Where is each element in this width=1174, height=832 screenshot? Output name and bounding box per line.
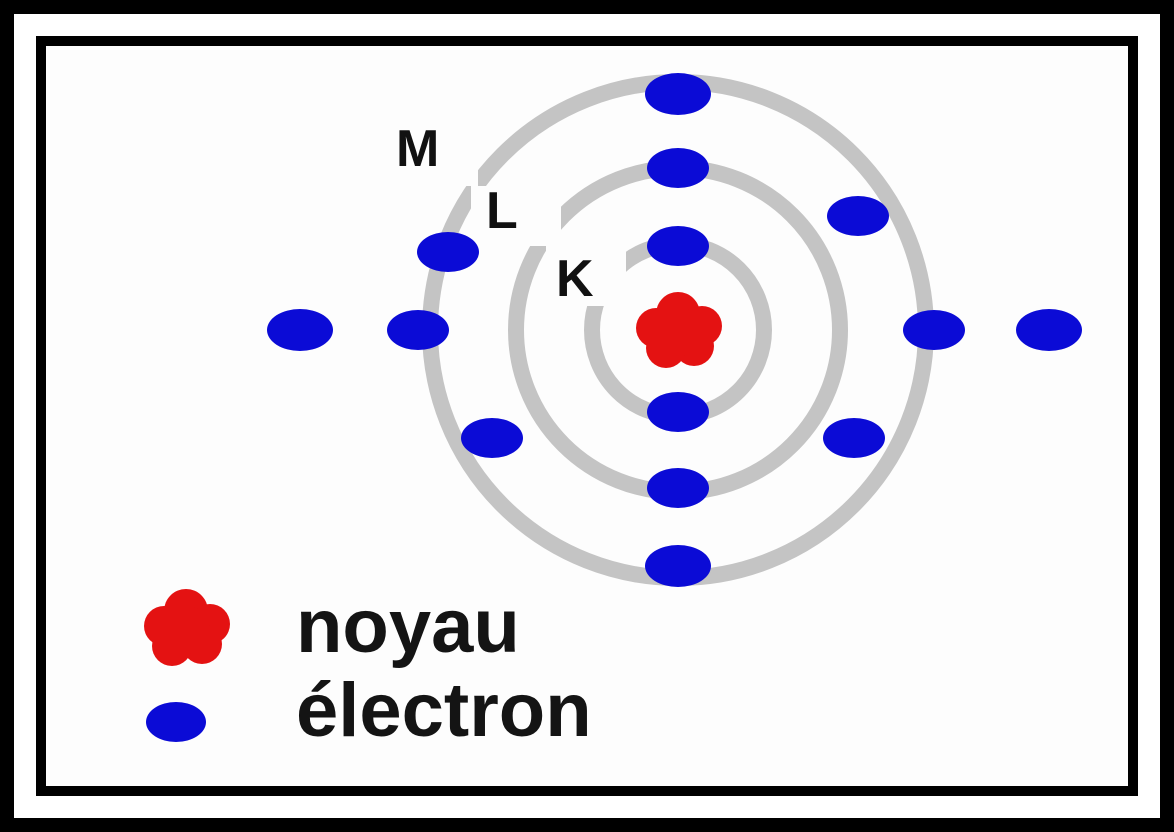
shell-label-l: L (486, 182, 518, 240)
electron-l-3 (903, 310, 965, 350)
orbit-k-label-gap (546, 246, 626, 306)
electron-l-4 (823, 418, 885, 458)
electron-m-2 (1016, 309, 1082, 351)
electron-k-1 (647, 226, 709, 266)
electron-l-5 (647, 468, 709, 508)
electron-m-3 (645, 545, 711, 587)
electron-m-1 (645, 73, 711, 115)
electron-l-1 (647, 148, 709, 188)
atom-svg: M L K (144, 73, 1082, 753)
electron-l-7 (387, 310, 449, 350)
electron-l-8 (417, 232, 479, 272)
electron-l-2 (827, 196, 889, 236)
orbit-m-label-gap (368, 116, 478, 186)
electron-m-4 (267, 309, 333, 351)
shell-label-m: M (396, 120, 439, 178)
electron-l-6 (461, 418, 523, 458)
shell-label-k: K (556, 250, 594, 308)
orbit-l-label-gap (471, 186, 561, 246)
electron-k-2 (647, 392, 709, 432)
atom-diagram: M L K (46, 46, 1128, 786)
legend-nucleus-swatch (144, 589, 230, 666)
legend-nucleus-label: noyau (296, 584, 520, 669)
nucleus (636, 292, 722, 368)
legend-electron-swatch (146, 702, 206, 742)
legend-electron-label: électron (296, 668, 592, 753)
